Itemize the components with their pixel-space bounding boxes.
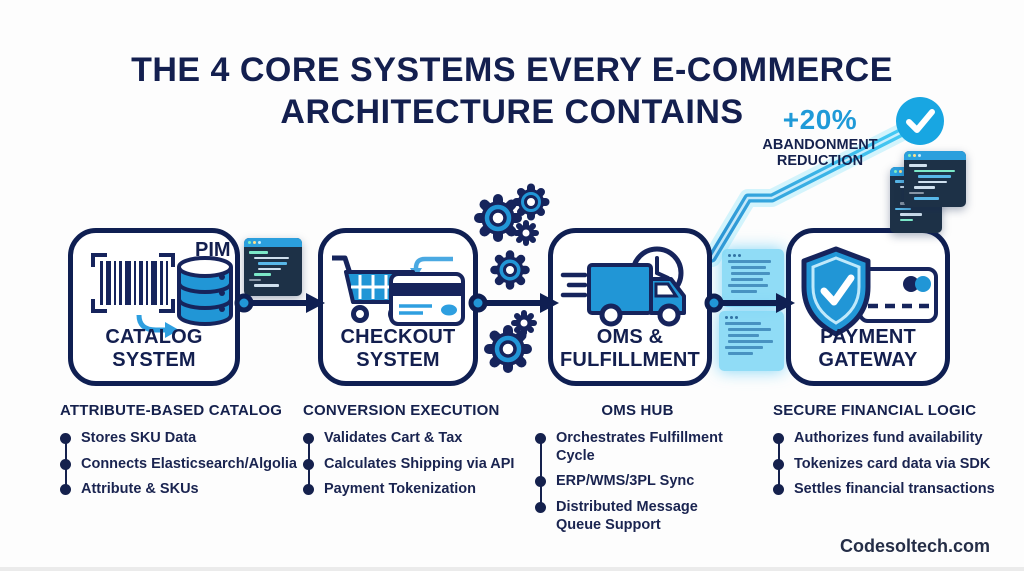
list-item: Payment Tokenization — [303, 481, 535, 499]
code-window-titlebar — [904, 151, 966, 160]
speed-lines — [560, 272, 588, 298]
column-header: OMS HUB — [601, 402, 674, 419]
truck-clock-icon — [560, 246, 686, 327]
database-icon — [177, 256, 233, 326]
column-checkout: CONVERSION EXECUTION Validates Cart & Ta… — [303, 402, 535, 507]
bottom-edge-line — [0, 567, 1024, 571]
code-window-titlebar — [244, 238, 302, 247]
list-item: Stores SKU Data — [60, 430, 308, 448]
cart-card-icon — [332, 255, 465, 326]
code-window-icon — [244, 238, 302, 296]
list-item: Orchestrates Fulfillment Cycle — [535, 430, 763, 465]
flow-connector-arrow — [704, 293, 795, 313]
system-label: OMS & FULFILLMENT — [560, 326, 700, 371]
code-window-icon — [722, 249, 784, 307]
flow-connector-arrow — [468, 293, 559, 313]
credit-card-icon — [389, 272, 465, 326]
transfer-arrow-icon — [136, 314, 179, 338]
barcode-icon — [91, 253, 175, 313]
column-header: SECURE FINANCIAL LOGIC — [773, 402, 977, 419]
growth-annotation: +20% ABANDONMENT REDUCTION — [750, 104, 890, 170]
growth-arrow-line — [703, 119, 919, 267]
list-item: Distributed Message Queue Support — [535, 499, 706, 534]
system-box-checkout: CHECKOUT SYSTEM — [318, 228, 478, 386]
column-payment: SECURE FINANCIAL LOGIC Authorizes fund a… — [773, 402, 1021, 507]
system-label: PAYMENT GATEWAY — [818, 326, 918, 371]
column-header: CONVERSION EXECUTION — [303, 402, 500, 419]
list-item: Connects Elasticsearch/Algolia — [60, 456, 308, 474]
barcode-database-icon — [91, 253, 233, 338]
system-box-catalog: PIM CATALOG SYSTEM — [68, 228, 240, 386]
credit-card-icon — [858, 267, 938, 323]
gear-icon — [474, 183, 550, 373]
brand-watermark: Codesoltech.com — [839, 536, 990, 556]
list-item: Validates Cart & Tax — [303, 430, 535, 448]
flow-connector-arrow — [234, 293, 325, 313]
column-oms: OMS HUB Orchestrates Fulfillment Cycle E… — [535, 402, 763, 542]
system-box-oms: OMS & FULFILLMENT — [548, 228, 712, 386]
truck-icon — [587, 263, 686, 327]
check-badge-icon — [896, 97, 944, 145]
code-window-icon — [719, 311, 784, 371]
pim-badge: PIM — [195, 239, 231, 261]
barcode-bars — [100, 261, 168, 305]
list-item: Calculates Shipping via API — [303, 456, 535, 474]
feature-list: Authorizes fund availability Tokenizes c… — [773, 430, 1021, 499]
list-item: Tokenizes card data via SDK — [773, 456, 1021, 474]
shield-check-icon — [801, 246, 871, 337]
code-window-icon — [904, 151, 966, 207]
page-title: THE 4 CORE SYSTEMS EVERY E-COMMERCE ARCH… — [131, 50, 893, 132]
column-catalog: ATTRIBUTE-BASED CATALOG Stores SKU Data … — [60, 402, 308, 507]
system-label: CATALOG SYSTEM — [105, 326, 203, 371]
feature-list: Validates Cart & Tax Calculates Shipping… — [303, 430, 535, 499]
list-item: Attribute & SKUs — [60, 481, 308, 499]
feature-list: Stores SKU Data Connects Elasticsearch/A… — [60, 430, 308, 499]
system-box-payment: PAYMENT GATEWAY — [786, 228, 950, 386]
list-item: ERP/WMS/3PL Sync — [535, 473, 763, 491]
column-header: ATTRIBUTE-BASED CATALOG — [60, 402, 283, 419]
gear-icon — [474, 183, 550, 373]
feature-list: Orchestrates Fulfillment Cycle ERP/WMS/3… — [535, 430, 763, 534]
metric-value: +20% — [782, 104, 858, 135]
list-item: Authorizes fund availability — [773, 430, 1021, 448]
list-item: Settles financial transactions — [773, 481, 1021, 499]
system-label: CHECKOUT SYSTEM — [340, 326, 456, 371]
shield-card-icon — [801, 246, 938, 337]
metric-label: ABANDONMENT REDUCTION — [762, 137, 878, 169]
